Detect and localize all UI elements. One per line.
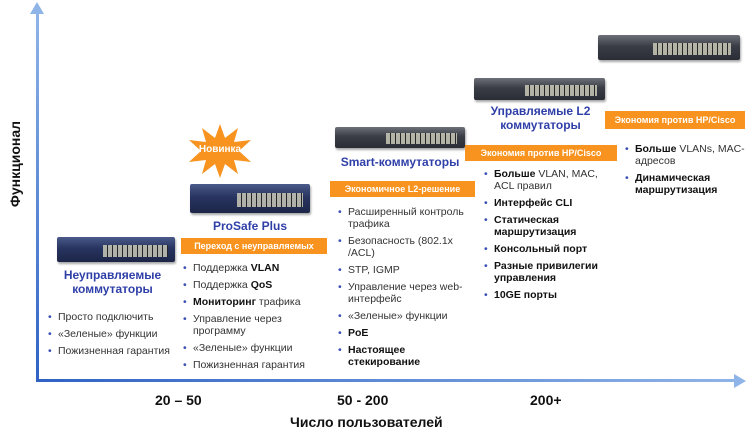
feature-text: Статическая маршрутизация (494, 214, 577, 238)
feature-item: STP, IGMP (338, 264, 468, 276)
feature-item: Управление через web-интерфейс (338, 281, 468, 305)
feature-item: Пожизненная гарантия (48, 345, 178, 357)
feature-item: 10GE порты (484, 289, 619, 301)
x-axis-arrow (734, 374, 746, 388)
smart-features: Расширенный контроль трафикаБезопасность… (338, 206, 468, 373)
feature-text: Консольный порт (494, 243, 588, 255)
feature-item: Безопасность (802.1x /ACL) (338, 235, 468, 259)
feature-text: Поддержка (193, 262, 251, 274)
feature-text: «Зеленые» функции (193, 342, 293, 354)
l2-title: Управляемые L2 коммутаторы (490, 104, 591, 132)
feature-item: Динамическая маршрутизация (625, 172, 745, 196)
x-tick-50-200: 50 - 200 (337, 392, 389, 408)
new-badge-starburst-icon (189, 124, 251, 178)
feature-item: PoE (338, 327, 468, 339)
feature-item: Мониторинг трафика (183, 296, 328, 308)
feature-item: Расширенный контроль трафика (338, 206, 468, 230)
feature-text: «Зеленые» функции (348, 310, 448, 322)
prosafe-switch-image (190, 184, 310, 213)
l2-switch-image (474, 78, 605, 100)
feature-item: Разные привилегии управления (484, 260, 619, 284)
feature-item: Статическая маршрутизация (484, 214, 619, 238)
feature-text: Больше (635, 143, 677, 155)
unmanaged-title: Неуправляемые коммутаторы (63, 268, 162, 296)
feature-text: Безопасность (802.1x /ACL) (348, 235, 453, 259)
feature-item: Больше VLAN, MAC, ACL правил (484, 168, 619, 192)
feature-text: Управление через web-интерфейс (348, 281, 463, 305)
new-badge-label: Новинка (198, 144, 242, 155)
feature-item: Поддержка QoS (183, 279, 328, 291)
feature-text: VLANs, MAC-адресов (635, 143, 745, 167)
feature-item: «Зеленые» функции (183, 342, 328, 354)
feature-text: Мониторинг (193, 296, 256, 308)
x-tick-20-50: 20 – 50 (155, 392, 202, 408)
feature-text: Разные привилегии управления (494, 260, 598, 284)
feature-item: Консольный порт (484, 243, 619, 255)
feature-text: QoS (250, 279, 273, 291)
feature-text: «Зеленые» функции (58, 328, 158, 340)
l2-bar: Экономия против HP/Cisco (465, 145, 617, 161)
y-axis-arrow (30, 2, 44, 14)
feature-text: Пожизненная гарантия (58, 345, 170, 357)
l3-features: Больше VLANs, MAC-адресовДинамическая ма… (625, 143, 745, 201)
prosafe-bar: Переход с неуправляемых (181, 238, 327, 254)
feature-text: Интерфейс CLI (494, 197, 573, 209)
y-axis (36, 12, 39, 382)
feature-item: Просто подключить (48, 311, 178, 323)
feature-text: Динамическая маршрутизация (635, 172, 718, 196)
l3-bar: Экономия против HP/Cisco (605, 111, 745, 129)
feature-text: VLAN, MAC, ACL правил (494, 168, 598, 192)
feature-item: Управление через программу (183, 313, 328, 337)
prosafe-features: Поддержка VLANПоддержка QoSМониторинг тр… (183, 262, 328, 376)
feature-text: Управление через программу (193, 313, 282, 337)
feature-text: VLAN (250, 262, 280, 274)
y-axis-label: Функционал (7, 120, 23, 208)
x-axis-label: Число пользователей (290, 414, 443, 430)
smart-title: Smart-коммутаторы (340, 155, 460, 169)
feature-text: STP, IGMP (348, 264, 400, 276)
feature-text: Расширенный контроль трафика (348, 206, 464, 230)
feature-item: «Зеленые» функции (48, 328, 178, 340)
unmanaged-features: Просто подключить «Зеленые» функцииПожизн… (48, 311, 178, 362)
feature-item: Больше VLANs, MAC-адресов (625, 143, 745, 167)
l2-features: Больше VLAN, MAC, ACL правилИнтерфейс CL… (484, 168, 619, 306)
feature-item: «Зеленые» функции (338, 310, 468, 322)
feature-text: трафика (255, 296, 301, 308)
feature-item: Настоящее стекирование (338, 344, 468, 368)
smart-bar: Экономичное L2-решение (330, 181, 475, 197)
unmanaged-switch-image (57, 237, 175, 262)
feature-text: Поддержка (193, 279, 251, 291)
feature-text: Пожизненная гарантия (193, 359, 305, 371)
feature-text: Просто подключить (58, 311, 154, 323)
feature-text: Больше (494, 168, 536, 180)
prosafe-title: ProSafe Plus (212, 219, 288, 233)
feature-text: PoE (348, 327, 369, 339)
smart-switch-image (335, 127, 465, 148)
x-axis (36, 379, 736, 382)
feature-item: Интерфейс CLI (484, 197, 619, 209)
feature-item: Поддержка VLAN (183, 262, 328, 274)
l3-switch-image (598, 35, 740, 60)
x-tick-200-plus: 200+ (530, 392, 562, 408)
feature-text: Настоящее стекирование (348, 344, 421, 368)
feature-text: 10GE порты (494, 289, 557, 301)
feature-item: Пожизненная гарантия (183, 359, 328, 371)
